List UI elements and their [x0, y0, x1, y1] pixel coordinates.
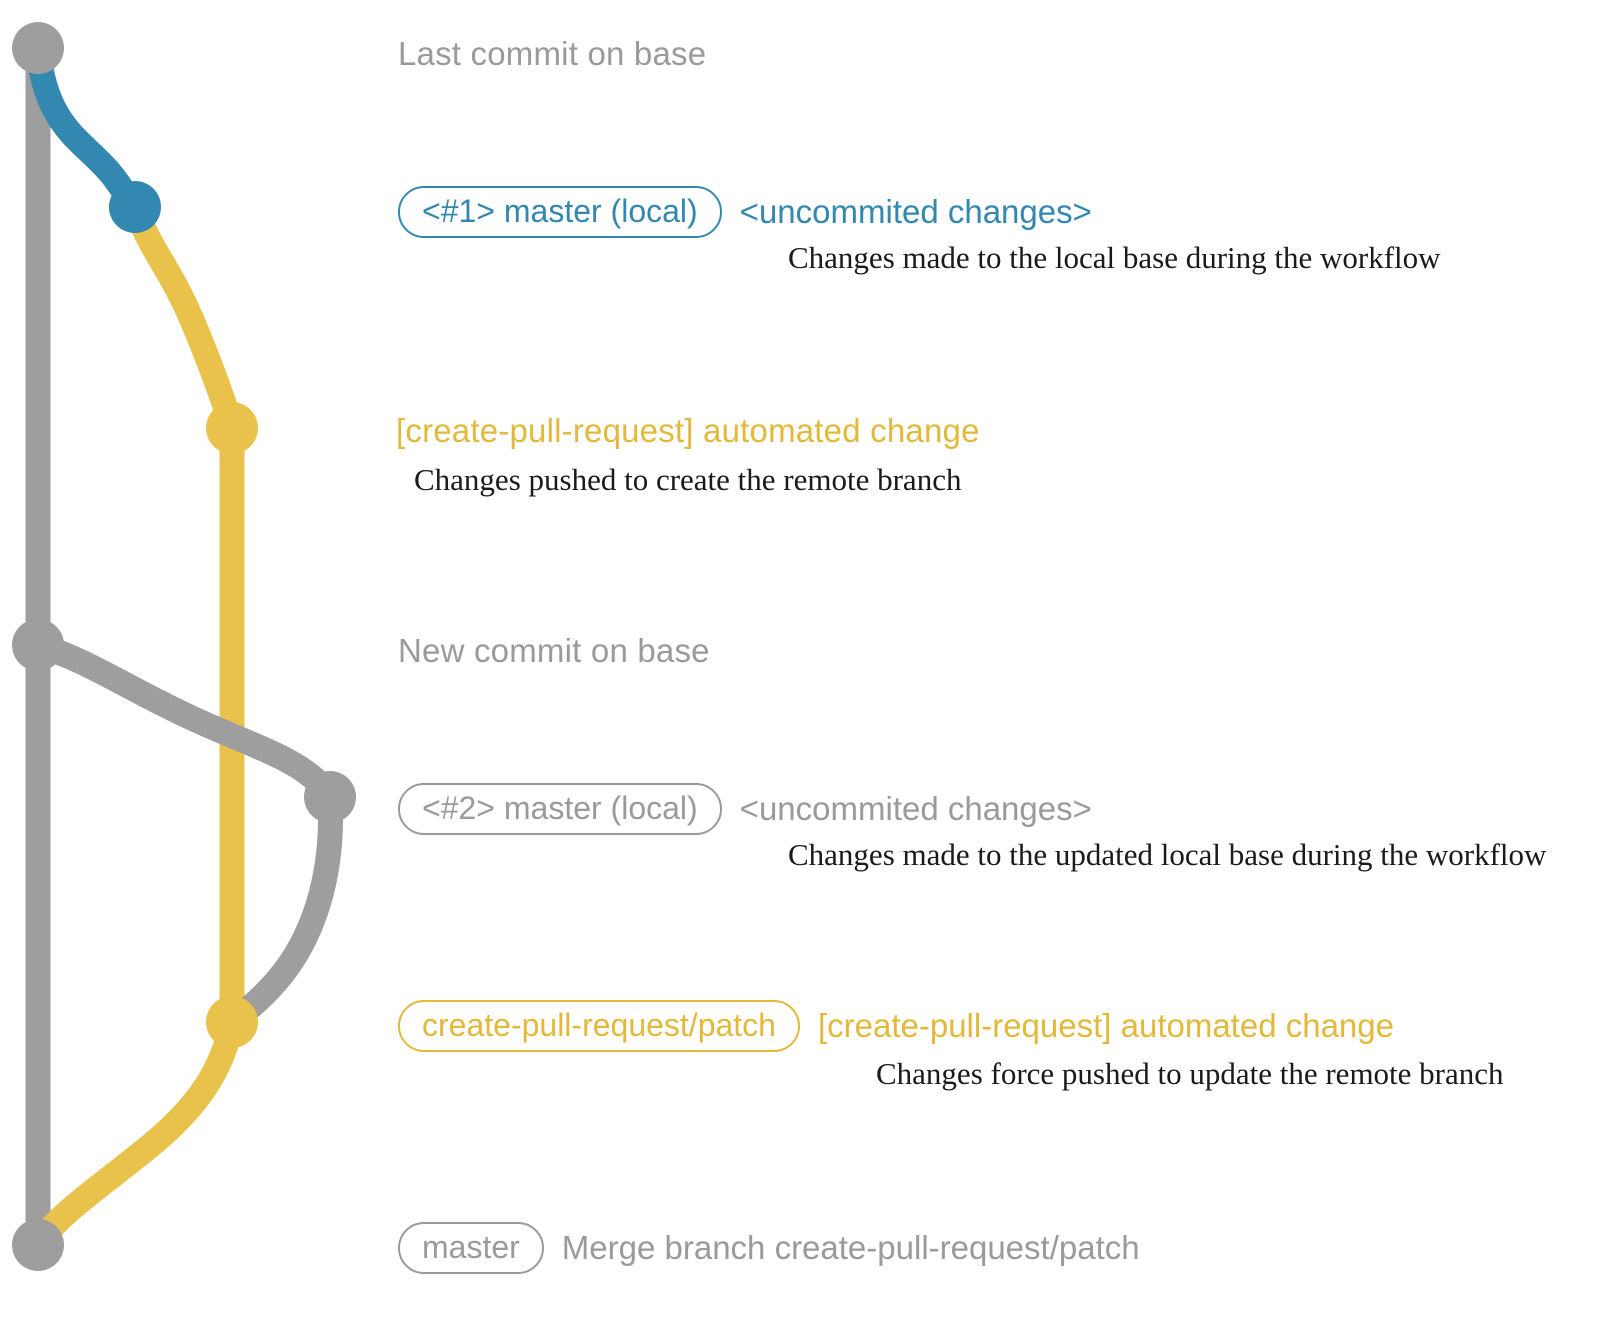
caption-automated-change-2: [create-pull-request] automated change [817, 1007, 1394, 1044]
desc-local-1: Changes made to the local base during th… [788, 240, 1441, 276]
row-last-commit-on-base: Last commit on base [398, 35, 706, 73]
commit-node-new-commit-on-base[interactable] [12, 619, 64, 671]
edge-patch2-to-master [25, 1009, 245, 1258]
desc-text-automated-change-1: Changes pushed to create the remote bran… [414, 462, 962, 497]
commit-node-local-2[interactable] [304, 771, 356, 823]
commit-node-local-1[interactable] [109, 181, 161, 233]
row-automated-change-1: [create-pull-request] automated change [396, 412, 980, 450]
desc-local-2: Changes made to the updated local base d… [788, 837, 1546, 873]
badge-master-local-2[interactable]: <#2> master (local) [398, 783, 722, 835]
caption-uncommited-changes-2: <uncommited changes> [739, 790, 1092, 827]
desc-text-patch-branch: Changes force pushed to update the remot… [876, 1056, 1504, 1091]
commit-node-master-merge[interactable] [12, 1219, 64, 1271]
commit-node-automated-change-1[interactable] [206, 402, 258, 454]
row-local-2: <#2> master (local) <uncommited changes> [398, 783, 1092, 835]
badge-master[interactable]: master [398, 1222, 544, 1274]
desc-text-local-1: Changes made to the local base during th… [788, 240, 1441, 275]
desc-text-local-2: Changes made to the updated local base d… [788, 837, 1547, 872]
label-last-commit-on-base: Last commit on base [398, 35, 707, 72]
row-local-1: <#1> master (local) <uncommited changes> [398, 186, 1092, 238]
desc-automated-change-1: Changes pushed to create the remote bran… [414, 462, 961, 498]
commit-node-last-commit-on-base[interactable] [12, 22, 64, 74]
commit-node-patch-branch[interactable] [206, 996, 258, 1048]
row-new-commit-on-base: New commit on base [398, 632, 710, 670]
row-patch-branch: create-pull-request/patch [create-pull-r… [398, 1000, 1394, 1052]
caption-merge-branch: Merge branch create-pull-request/patch [561, 1229, 1140, 1266]
badge-create-pull-request-patch[interactable]: create-pull-request/patch [398, 1000, 800, 1052]
badge-master-local-1[interactable]: <#1> master (local) [398, 186, 722, 238]
edge-local1-to-patch1 [122, 194, 245, 441]
caption-uncommited-changes-1: <uncommited changes> [739, 193, 1092, 230]
label-new-commit-on-base: New commit on base [398, 632, 710, 669]
edge-base2-to-local2 [25, 632, 343, 810]
label-automated-change-1: [create-pull-request] automated change [396, 412, 980, 449]
row-master-merge: master Merge branch create-pull-request/… [398, 1222, 1140, 1274]
desc-patch-branch: Changes force pushed to update the remot… [876, 1056, 1504, 1092]
